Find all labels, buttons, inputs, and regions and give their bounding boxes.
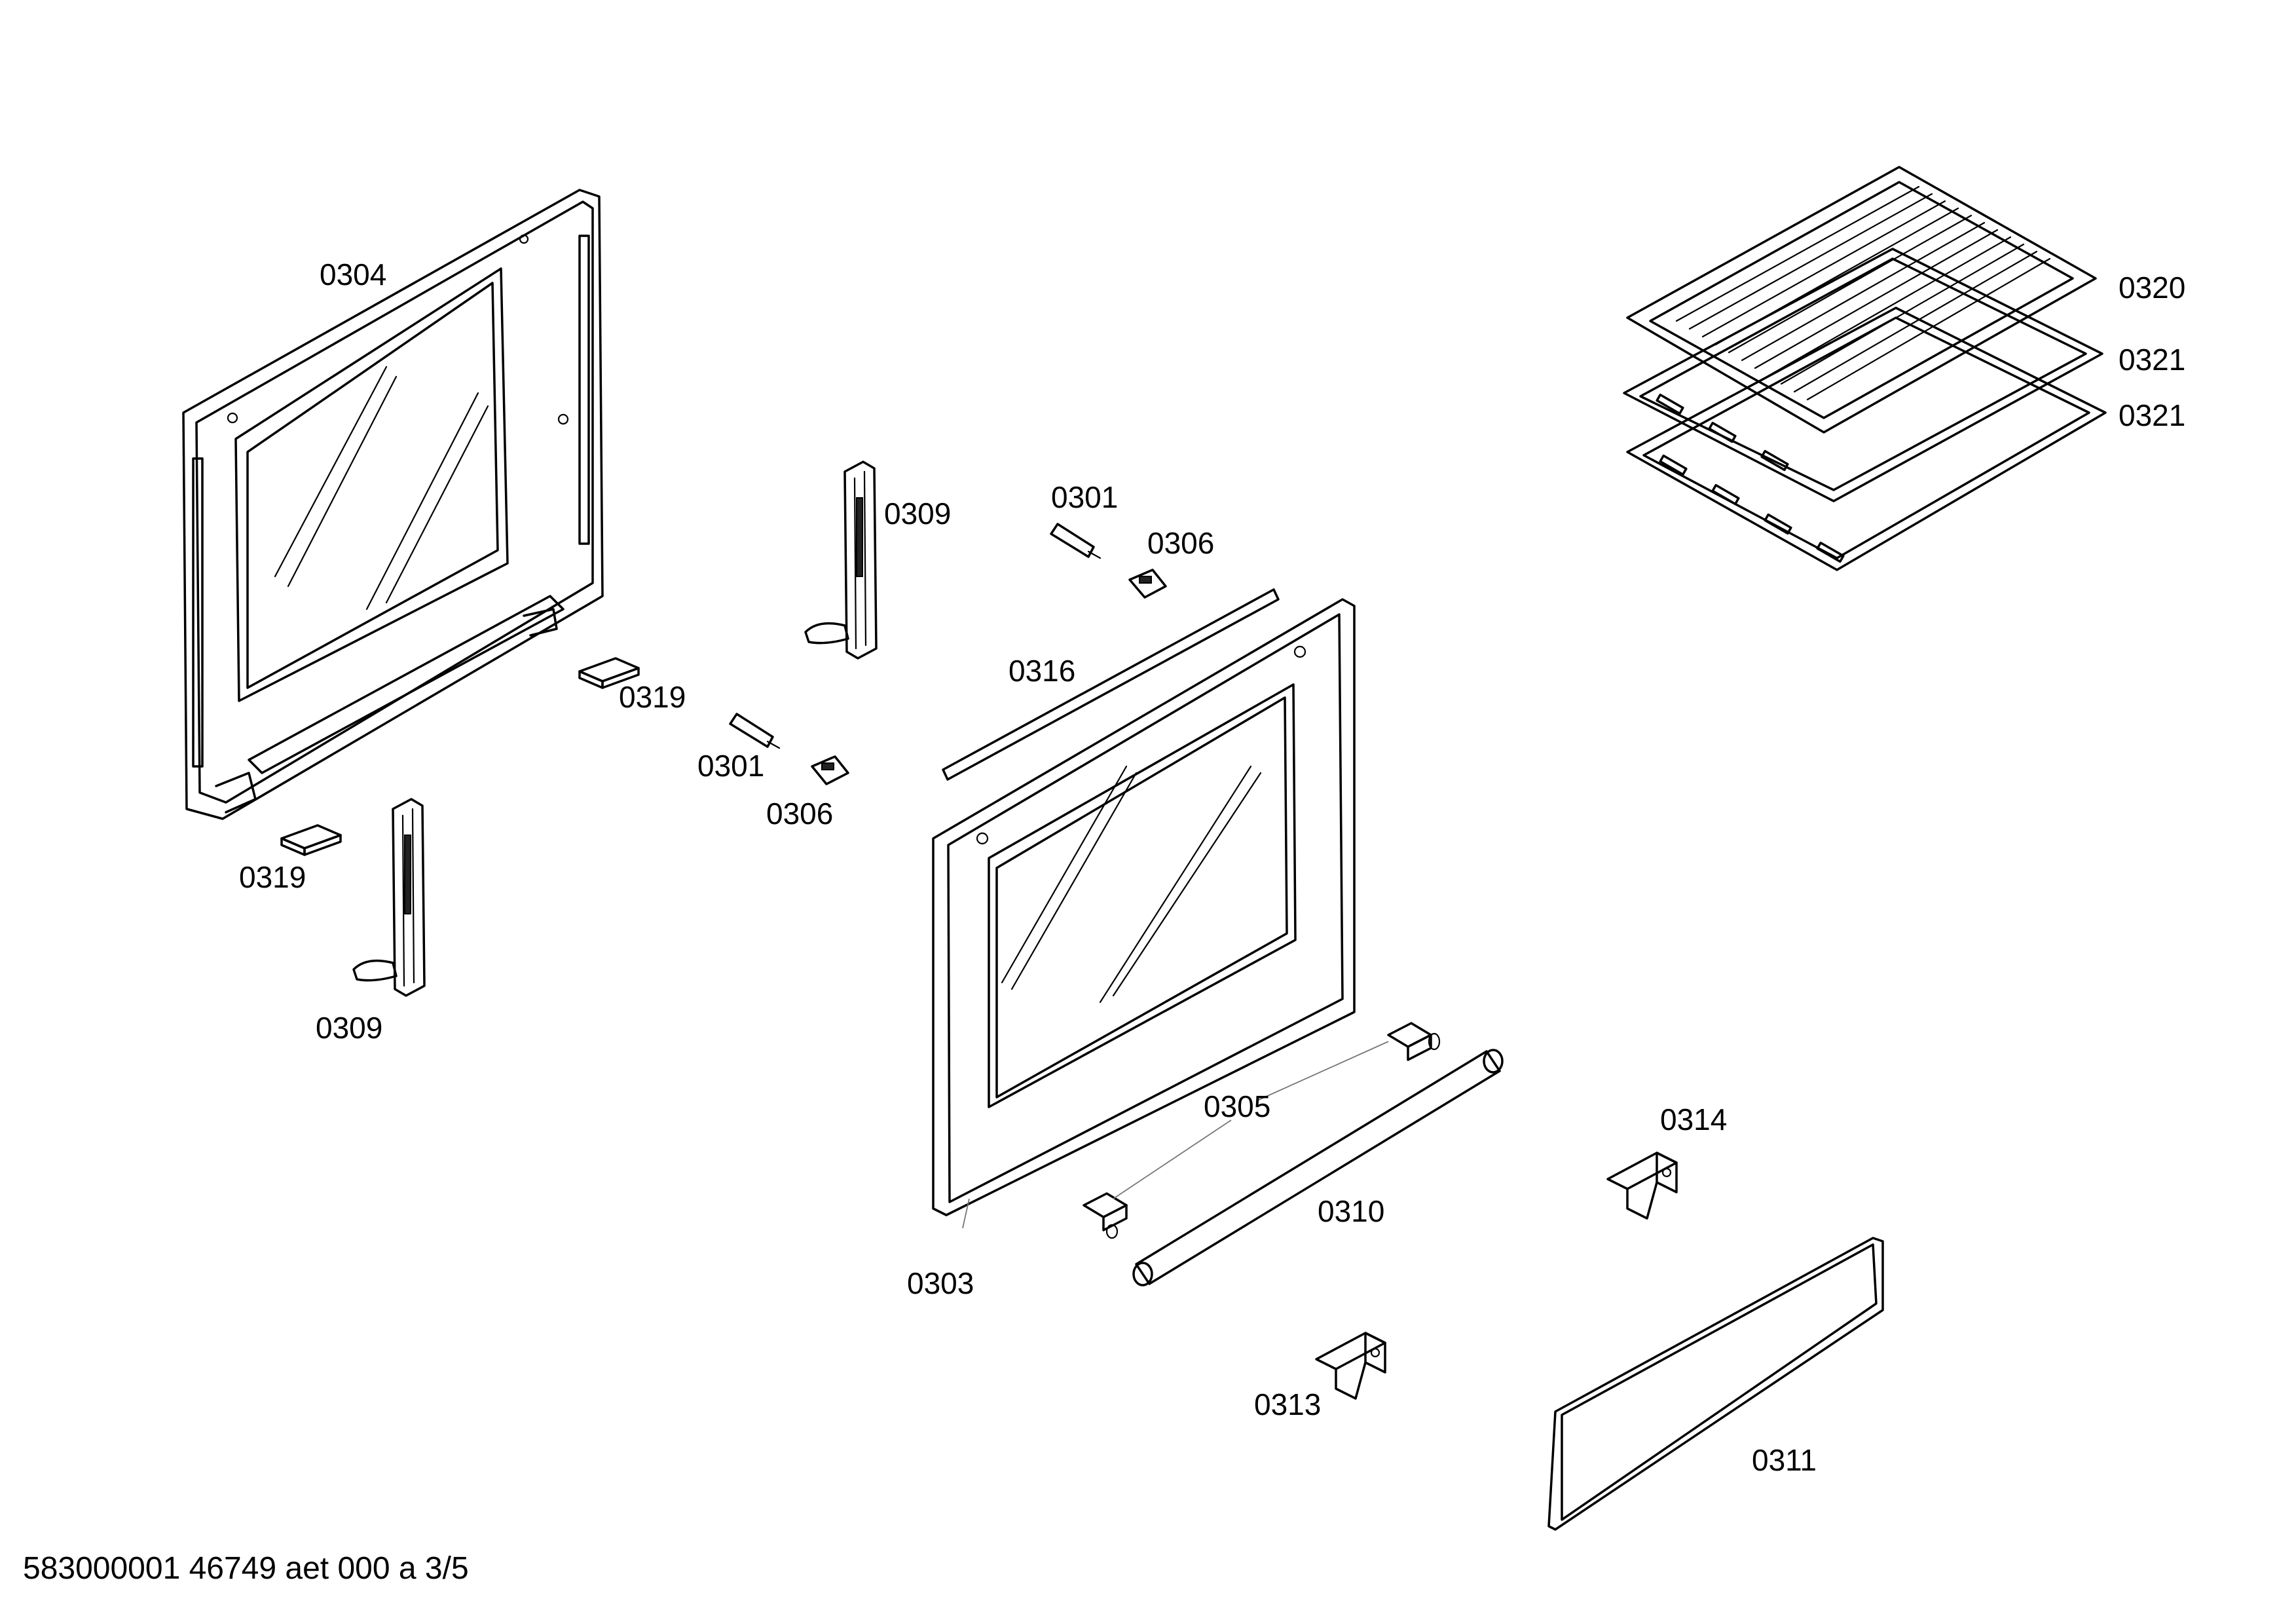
- part-0305-handle-cap-lower: [1083, 1192, 1128, 1239]
- callout-0304: 0304: [320, 257, 386, 291]
- part-0314-bracket: [1606, 1152, 1678, 1220]
- callout-0320: 0320: [2119, 271, 2185, 305]
- callout-0321-lower: 0321: [2119, 398, 2185, 432]
- callout-0319-lower: 0319: [239, 860, 306, 894]
- document-reference: 583000001 46749 aet 000 a 3/5: [23, 1551, 469, 1586]
- callout-0303: 0303: [907, 1266, 974, 1300]
- part-0321-tray-upper: [1623, 248, 2103, 502]
- part-0321-tray-lower: [1626, 307, 2107, 571]
- callout-0311: 0311: [1752, 1443, 1817, 1477]
- callout-0305: 0305: [1204, 1089, 1270, 1123]
- callout-0306-lower: 0306: [766, 797, 833, 831]
- callout-0309-lower: 0309: [316, 1011, 382, 1045]
- shelf-grid-wires: [1675, 185, 2051, 401]
- part-0313-bracket: [1315, 1332, 1386, 1400]
- part-0316-seal-strip: [942, 588, 1280, 781]
- callout-0306-upper: 0306: [1147, 526, 1214, 560]
- part-0301-pin-a: [1050, 523, 1102, 559]
- part-0311-drawer-panel: [1547, 1237, 1884, 1531]
- part-0305-handle-cap-upper: [1387, 1022, 1441, 1061]
- callout-0314: 0314: [1660, 1102, 1727, 1136]
- callout-0310: 0310: [1318, 1194, 1384, 1228]
- part-0320-wire-shelf: [1626, 166, 2097, 434]
- part-0310-handle-bar: [1132, 1049, 1504, 1286]
- part-0303-outer-glass-door: [932, 598, 1356, 1229]
- part-0319-bracket-a: [578, 657, 640, 689]
- part-0309-hinge-upper: [804, 460, 878, 660]
- callout-0321-upper: 0321: [2119, 343, 2185, 377]
- callout-0313: 0313: [1254, 1387, 1321, 1421]
- part-0301-pin-b: [729, 713, 781, 749]
- part-0309-hinge-lower: [352, 798, 426, 997]
- part-0304-inner-door-frame: [182, 189, 604, 820]
- part-0306-clip-b: [811, 755, 849, 785]
- leader-0305-upper: [1257, 1041, 1389, 1101]
- callout-0319-upper: 0319: [619, 680, 686, 714]
- callout-0316: 0316: [1009, 654, 1075, 688]
- part-0319-bracket-b: [280, 824, 342, 856]
- callout-0309-upper: 0309: [884, 497, 951, 531]
- callout-0301-lower: 0301: [697, 749, 764, 783]
- leader-0305-lower: [1113, 1119, 1232, 1199]
- callout-0301-upper: 0301: [1051, 480, 1118, 514]
- part-0306-clip-a: [1128, 569, 1167, 599]
